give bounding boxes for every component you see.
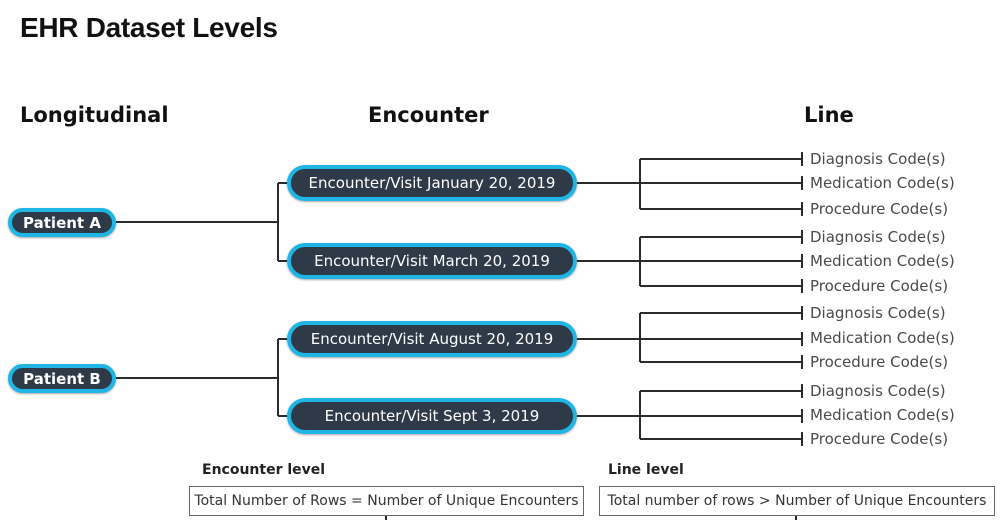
encounter-node-mar-20-2019: Encounter/Visit March 20, 2019: [287, 243, 577, 279]
encounter-node-aug-20-2019: Encounter/Visit August 20, 2019: [287, 321, 577, 357]
diagnosis-code-label: Diagnosis Code(s): [810, 304, 946, 322]
encounter-node-sep-3-2019: Encounter/Visit Sept 3, 2019: [287, 398, 577, 434]
medication-code-label: Medication Code(s): [810, 329, 955, 347]
diagnosis-code-label: Diagnosis Code(s): [810, 382, 946, 400]
encounter-node-jan-20-2019: Encounter/Visit January 20, 2019: [287, 165, 577, 201]
medication-code-label: Medication Code(s): [810, 174, 955, 192]
patient-node-b: Patient B: [8, 364, 116, 393]
diagnosis-code-label: Diagnosis Code(s): [810, 228, 946, 246]
diagnosis-code-label: Diagnosis Code(s): [810, 150, 946, 168]
procedure-code-label: Procedure Code(s): [810, 353, 949, 371]
procedure-code-label: Procedure Code(s): [810, 430, 949, 448]
encounter-level-label: Encounter level: [202, 462, 326, 478]
page-title: EHR Dataset Levels: [20, 12, 278, 43]
line-level-label: Line level: [608, 462, 684, 478]
line-level-box: Total number of rows > Number of Unique …: [599, 486, 995, 516]
procedure-code-label: Procedure Code(s): [810, 200, 949, 218]
medication-code-label: Medication Code(s): [810, 406, 955, 424]
procedure-code-label: Procedure Code(s): [810, 277, 949, 295]
column-heading-encounter: Encounter: [368, 103, 489, 127]
column-heading-line: Line: [804, 103, 854, 127]
patient-node-a: Patient A: [8, 208, 116, 237]
encounter-level-box: Total Number of Rows = Number of Unique …: [189, 486, 584, 516]
medication-code-label: Medication Code(s): [810, 252, 955, 270]
column-heading-longitudinal: Longitudinal: [20, 103, 169, 127]
